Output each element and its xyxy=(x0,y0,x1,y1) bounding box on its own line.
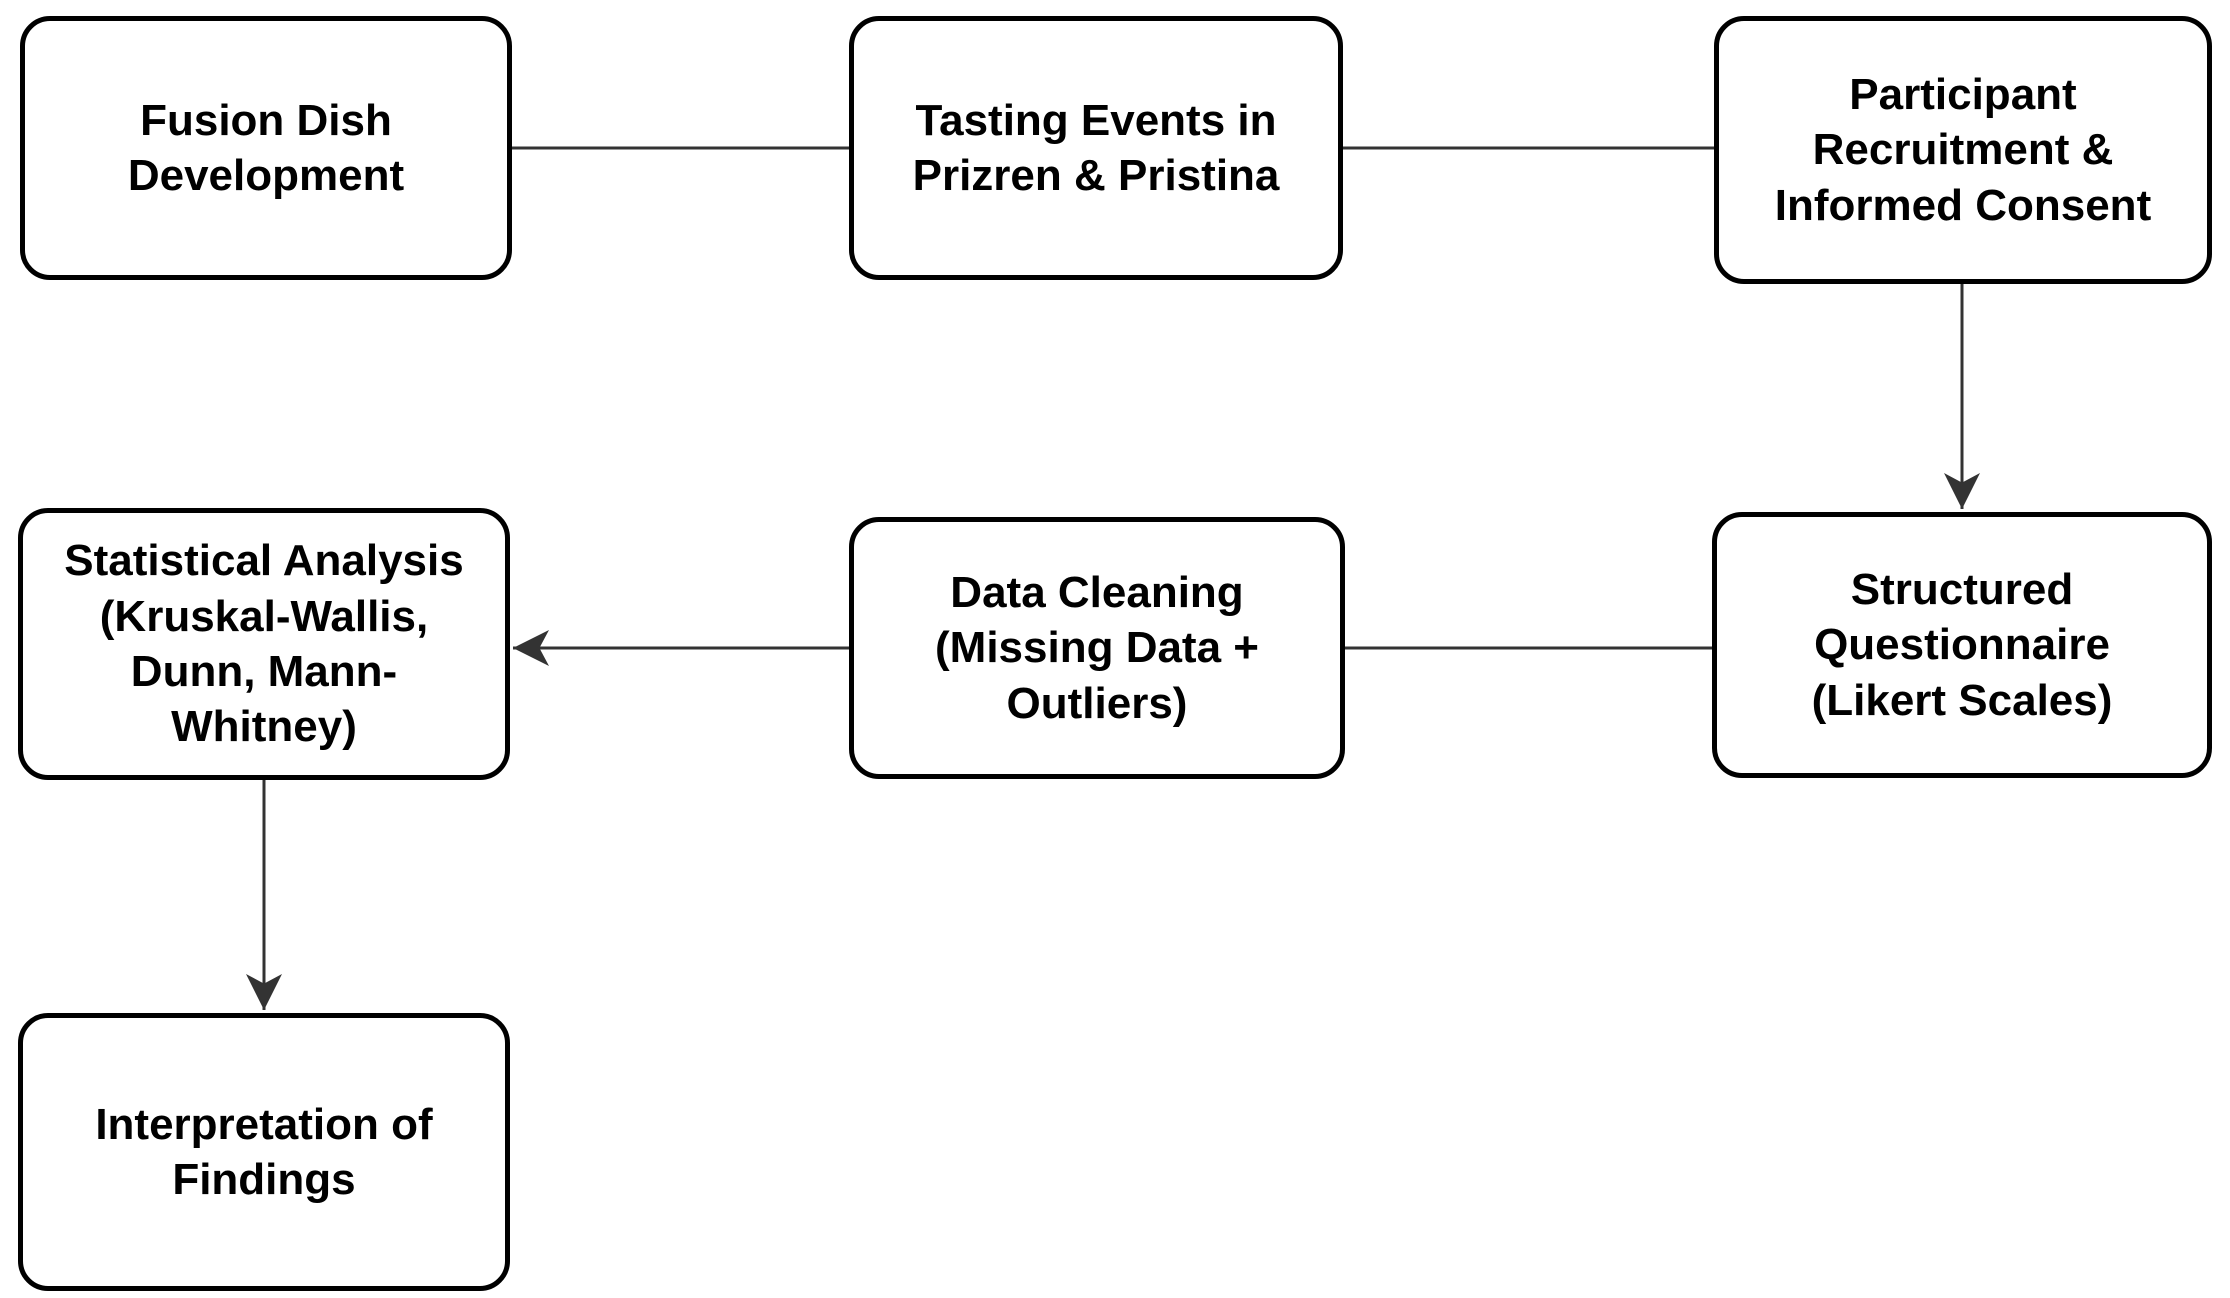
node-fusion-dish-development-label: Fusion Dish Development xyxy=(127,95,405,200)
node-tasting-events: Tasting Events in Prizren & Pristina xyxy=(849,16,1343,280)
node-participant-recruitment: Participant Recruitment & Informed Conse… xyxy=(1714,16,2212,284)
node-structured-questionnaire-label: Structured Questionnaire (Likert Scales) xyxy=(1811,564,2113,725)
node-tasting-events-label: Tasting Events in Prizren & Pristina xyxy=(912,95,1280,200)
node-interpretation-of-findings-label: Interpretation of Findings xyxy=(95,1099,433,1204)
node-structured-questionnaire: Structured Questionnaire (Likert Scales) xyxy=(1712,512,2212,778)
node-interpretation-of-findings: Interpretation of Findings xyxy=(18,1013,510,1291)
node-data-cleaning: Data Cleaning (Missing Data + Outliers) xyxy=(849,517,1345,779)
node-participant-recruitment-label: Participant Recruitment & Informed Conse… xyxy=(1774,69,2152,230)
node-statistical-analysis-label: Statistical Analysis (Kruskal-Wallis, Du… xyxy=(64,536,464,752)
node-fusion-dish-development: Fusion Dish Development xyxy=(20,16,512,280)
node-statistical-analysis: Statistical Analysis (Kruskal-Wallis, Du… xyxy=(18,508,510,780)
node-data-cleaning-label: Data Cleaning (Missing Data + Outliers) xyxy=(935,567,1259,728)
